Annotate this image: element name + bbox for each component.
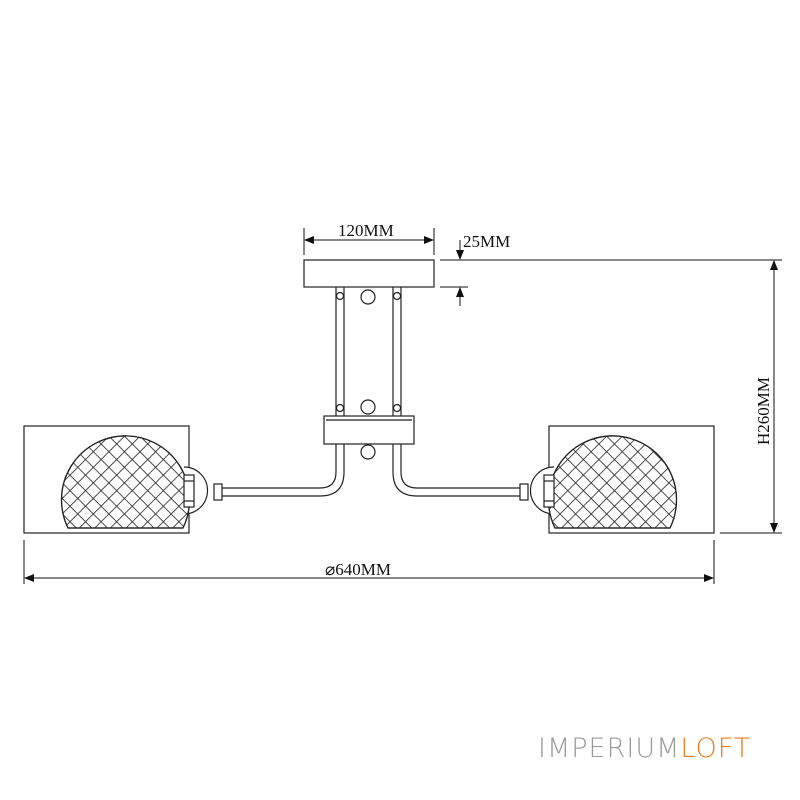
right-lamp-shade <box>529 425 715 534</box>
total-height-label: H260MM <box>754 377 773 445</box>
canopy-height-label: 25MM <box>463 232 510 251</box>
logo-text-imperium: IMPERIUM <box>538 733 681 764</box>
left-lamp-shade <box>23 425 209 534</box>
diameter-label: ⌀640MM <box>325 560 391 579</box>
center-hub <box>323 415 415 445</box>
canopy <box>303 259 435 288</box>
vertical-rods <box>335 287 402 416</box>
brand-logo: IMPERIUMLOFT <box>538 733 751 764</box>
lamp-arms <box>213 444 529 501</box>
logo-text-loft: LOFT <box>680 733 752 764</box>
canopy-width-label: 120MM <box>338 221 394 240</box>
